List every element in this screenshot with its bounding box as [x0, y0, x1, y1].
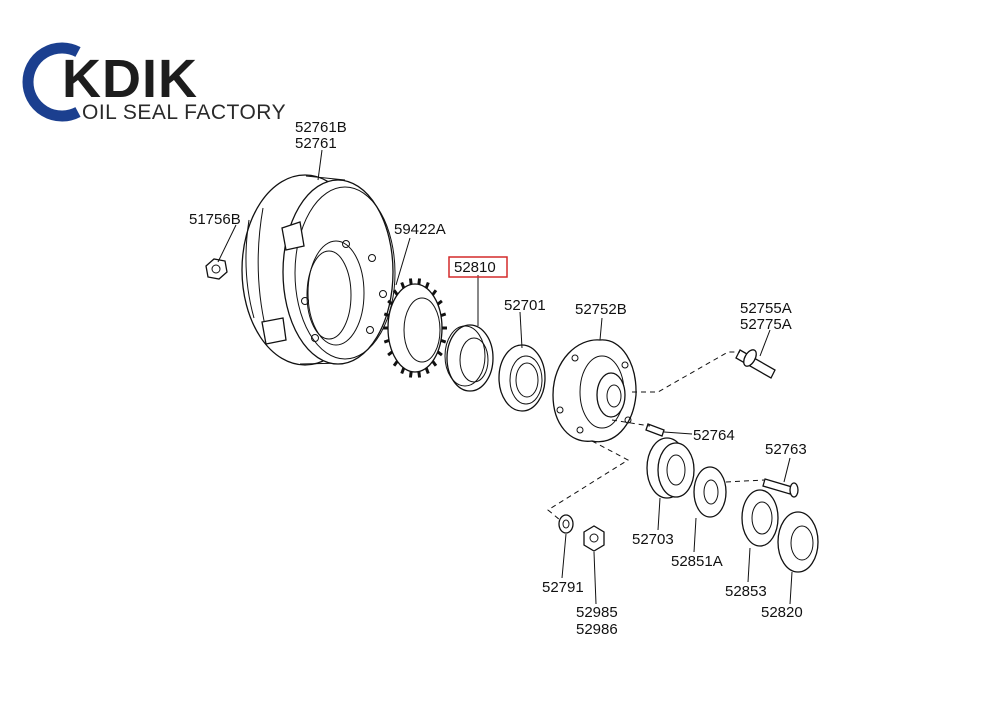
label-52791: 52791 — [542, 579, 584, 596]
pin-52764 — [645, 423, 665, 437]
tone-ring-tooth — [387, 350, 394, 357]
bolt-52763 — [762, 478, 799, 498]
tone-ring-tooth — [424, 367, 430, 375]
label-52752B: 52752B — [575, 301, 627, 318]
oil-seal-52810 — [444, 324, 494, 392]
nut-52985 — [583, 525, 605, 552]
tone-ring-tooth — [392, 289, 399, 296]
tone-ring-tooth — [417, 371, 422, 378]
label-52853: 52853 — [725, 583, 767, 600]
label-52701: 52701 — [504, 297, 546, 314]
label-52755A: 52755A — [740, 300, 792, 317]
label-52851A: 52851A — [671, 553, 723, 570]
tone-ring-tooth — [436, 299, 443, 306]
wheel-hub-52752B — [552, 339, 637, 443]
label-52763: 52763 — [765, 441, 807, 458]
tone-ring-tooth — [387, 299, 394, 306]
tone-ring-tooth — [440, 312, 447, 318]
brake-drum — [241, 174, 396, 366]
seal-52820 — [777, 511, 819, 573]
label-52986: 52986 — [576, 621, 618, 638]
tone-ring-tooth — [424, 281, 430, 289]
tone-ring-tooth — [431, 289, 438, 296]
tone-ring-tooth — [417, 278, 422, 285]
label-52775A: 52775A — [740, 316, 792, 333]
tone-ring-tooth — [392, 360, 399, 367]
tone-ring-tooth — [383, 312, 390, 318]
lock-washer-52851A — [693, 466, 727, 518]
tone-ring-tooth — [408, 278, 413, 285]
tone-ring-tooth — [400, 367, 406, 375]
highlight-box-52810 — [448, 256, 508, 278]
wheel-stud-52755A — [735, 349, 776, 379]
bearing-52701 — [498, 344, 546, 412]
label-51756B: 51756B — [189, 211, 241, 228]
washer-52791 — [558, 514, 574, 534]
label-52761: 52761 — [295, 135, 337, 152]
label-52810: 52810 — [454, 259, 496, 276]
logo-brand: KDIK — [62, 49, 198, 109]
hex-nut-51756B — [205, 258, 228, 280]
label-52820: 52820 — [761, 604, 803, 621]
bearing-52703 — [646, 437, 695, 499]
label-52764: 52764 — [693, 427, 735, 444]
label-52761B: 52761B — [295, 119, 347, 136]
tone-ring-tooth — [408, 371, 413, 378]
washer-52853 — [741, 489, 779, 547]
tone-ring-tooth — [400, 281, 406, 289]
part-number-labels: 52761B 52761 51756B 59422A 52810 52701 5… — [189, 119, 807, 638]
tone-ring-59422A — [383, 278, 447, 378]
leader-lines — [217, 149, 793, 605]
label-59422A: 59422A — [394, 221, 446, 238]
label-52703: 52703 — [632, 531, 674, 548]
logo-c-mark — [22, 42, 81, 122]
logo-tagline: OIL SEAL FACTORY — [82, 101, 287, 124]
tone-ring-tooth — [436, 350, 443, 357]
label-52985: 52985 — [576, 604, 618, 621]
tone-ring-tooth — [440, 338, 447, 344]
tone-ring-tooth — [383, 338, 390, 344]
tone-ring-tooth — [431, 360, 438, 367]
